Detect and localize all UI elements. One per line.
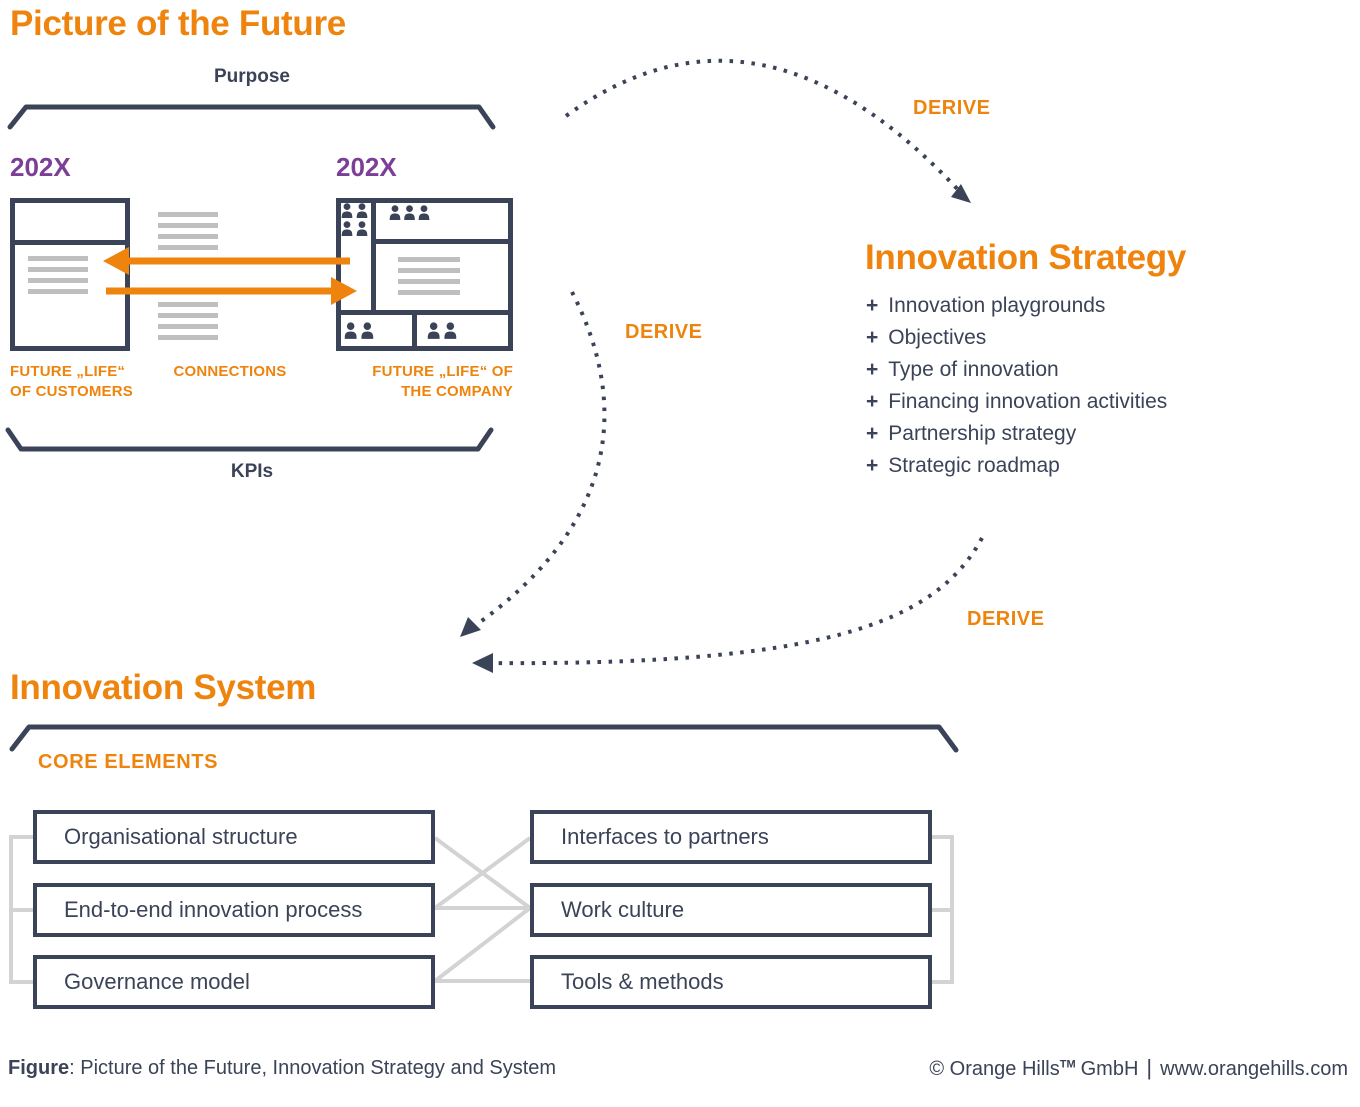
innovation-system-title: Innovation System bbox=[10, 668, 317, 707]
company-suffix: GmbH bbox=[1080, 1058, 1139, 1080]
system-box-organisational-structure: Organisational structure bbox=[33, 810, 435, 864]
company-label-line2: THE COMPANY bbox=[401, 383, 513, 400]
copyright-text: © Orange Hills bbox=[929, 1058, 1060, 1080]
figure-caption: Figure: Picture of the Future, Innovatio… bbox=[8, 1057, 556, 1080]
arrowhead bbox=[472, 653, 493, 673]
customers-label-line2: OF CUSTOMERS bbox=[10, 383, 133, 400]
website-text: www.orangehills.com bbox=[1160, 1058, 1348, 1080]
list-item: + Partnership strategy bbox=[866, 418, 1167, 450]
derive-arrow-top bbox=[564, 58, 964, 196]
core-elements-bracket bbox=[9, 724, 959, 753]
list-item-label: Objectives bbox=[888, 326, 987, 349]
text-placeholder-lines bbox=[158, 302, 218, 340]
customers-label: FUTURE „LIFE“ OF CUSTOMERS bbox=[10, 362, 180, 402]
kpis-label: KPIs bbox=[230, 461, 274, 482]
people-pair-icon bbox=[341, 203, 368, 218]
copyright-line: © Orange HillsTM GmbH | www.orangehills.com bbox=[929, 1055, 1348, 1081]
year-left-label: 202X bbox=[10, 152, 71, 182]
people-pair-icon bbox=[427, 322, 457, 339]
innovation-strategy-list: + Innovation playgrounds + Objectives + … bbox=[866, 290, 1167, 482]
text-placeholder-lines bbox=[158, 212, 218, 250]
arrowhead bbox=[951, 184, 971, 203]
plus-bullet: + bbox=[866, 390, 879, 413]
derive-label-top: DERIVE bbox=[913, 97, 991, 119]
company-box-cell-divider bbox=[412, 315, 417, 351]
customers-box-divider bbox=[10, 240, 130, 245]
right-arrow bbox=[106, 277, 357, 305]
purpose-label: Purpose bbox=[213, 66, 291, 87]
list-item-label: Innovation playgrounds bbox=[888, 294, 1106, 317]
picture-of-future-title: Picture of the Future bbox=[10, 4, 346, 43]
company-label: FUTURE „LIFE“ OF THE COMPANY bbox=[353, 362, 513, 402]
purpose-bracket bbox=[7, 104, 496, 130]
company-box-column-divider bbox=[371, 203, 376, 313]
system-box-interfaces-to-partners: Interfaces to partners bbox=[530, 810, 932, 864]
innovation-strategy-title: Innovation Strategy bbox=[865, 238, 1187, 277]
plus-bullet: + bbox=[866, 294, 879, 317]
system-box-work-culture: Work culture bbox=[530, 883, 932, 937]
text-placeholder-lines bbox=[398, 257, 460, 295]
list-item-label: Strategic roadmap bbox=[888, 454, 1060, 477]
company-box-top-divider bbox=[371, 239, 513, 244]
system-box-tools-methods: Tools & methods bbox=[530, 955, 932, 1009]
system-box-governance-model: Governance model bbox=[33, 955, 435, 1009]
plus-bullet: + bbox=[866, 326, 879, 349]
derive-label-middle: DERIVE bbox=[625, 321, 703, 343]
plus-bullet: + bbox=[866, 422, 879, 445]
plus-bullet: + bbox=[866, 454, 879, 477]
core-elements-label: CORE ELEMENTS bbox=[38, 751, 219, 773]
list-item: + Objectives bbox=[866, 322, 1167, 354]
people-pair-icon bbox=[344, 322, 374, 339]
trademark-superscript: TM bbox=[1059, 1058, 1076, 1071]
list-item-label: Type of innovation bbox=[888, 358, 1059, 381]
list-item: + Financing innovation activities bbox=[866, 386, 1167, 418]
company-label-line1: FUTURE „LIFE“ OF bbox=[372, 363, 513, 380]
figure-caption-text: : Picture of the Future, Innovation Stra… bbox=[69, 1057, 557, 1079]
plus-bullet: + bbox=[866, 358, 879, 381]
connections-label: CONNECTIONS bbox=[173, 363, 287, 380]
left-arrow bbox=[103, 247, 350, 275]
year-right-label: 202X bbox=[336, 152, 397, 182]
list-item: + Innovation playgrounds bbox=[866, 290, 1167, 322]
list-item-label: Partnership strategy bbox=[888, 422, 1077, 445]
system-box-innovation-process: End-to-end innovation process bbox=[33, 883, 435, 937]
separator-bar: | bbox=[1146, 1055, 1153, 1080]
derive-label-bottom: DERIVE bbox=[967, 608, 1045, 630]
list-item-label: Financing innovation activities bbox=[888, 390, 1168, 413]
people-pair-icon bbox=[341, 221, 368, 236]
kpis-bracket bbox=[5, 427, 494, 452]
derive-arrow-bottom bbox=[479, 537, 984, 666]
list-item: + Type of innovation bbox=[866, 354, 1167, 386]
customers-label-line1: FUTURE „LIFE“ bbox=[10, 363, 126, 380]
company-box-bottom-divider bbox=[336, 310, 513, 315]
figure-label: Figure bbox=[8, 1057, 70, 1079]
list-item: + Strategic roadmap bbox=[866, 450, 1167, 482]
people-trio-icon bbox=[389, 205, 430, 220]
company-box bbox=[336, 198, 513, 351]
arrowhead bbox=[460, 617, 481, 637]
text-placeholder-lines bbox=[28, 256, 88, 294]
